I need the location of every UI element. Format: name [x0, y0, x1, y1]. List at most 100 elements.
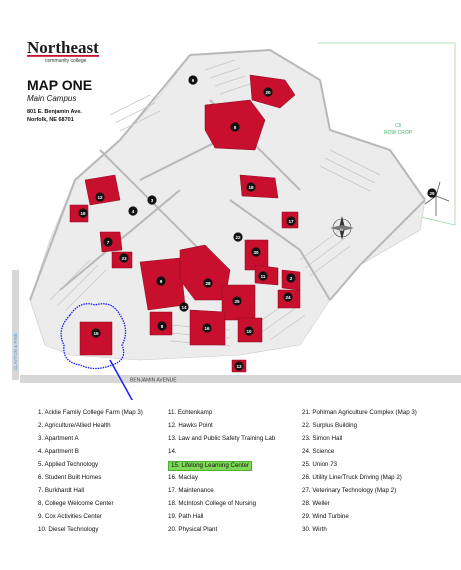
marker-2: 2 — [286, 273, 296, 283]
marker-13: 13 — [234, 361, 244, 371]
address-line-2: Norfolk, NE 68701 — [27, 117, 74, 123]
legend-item: 30. Wirth — [302, 526, 327, 533]
legend-item: 17. Maintenance — [168, 487, 214, 494]
svg-text:4: 4 — [132, 209, 135, 214]
marker-24: 24 — [283, 292, 293, 302]
svg-text:30: 30 — [253, 250, 259, 255]
marker-29: 29 — [427, 188, 437, 198]
legend-item: 3. Apartment A — [38, 435, 79, 442]
marker-20: 20 — [263, 87, 273, 97]
svg-text:7: 7 — [107, 240, 110, 245]
marker-30: 30 — [251, 247, 261, 257]
svg-text:16: 16 — [204, 326, 210, 331]
svg-text:5: 5 — [234, 125, 237, 130]
field-label-c5: C5 — [395, 123, 402, 129]
svg-text:13: 13 — [236, 364, 242, 369]
legend-item-highlighted: 15. Lifelong Learning Center — [168, 461, 253, 471]
legend-item: 10. Diesel Technology — [38, 526, 99, 533]
svg-text:25: 25 — [234, 299, 240, 304]
svg-text:14: 14 — [181, 305, 187, 310]
svg-text:23: 23 — [121, 256, 127, 261]
svg-text:N: N — [340, 227, 343, 232]
legend-item: 7. Burkhardt Hall — [38, 487, 85, 494]
marker-9: 9 — [156, 276, 166, 286]
building-markers: 6 20 5 18 12 3 4 19 17 22 30 7 23 9 28 11 2 24 14 25 8 16 10 15… — [78, 75, 437, 371]
legend-item: 26. Utility Line/Truck Driving (Map 2) — [302, 474, 402, 481]
map-title: MAP ONE — [27, 77, 92, 93]
legend-item: 8. College Welcome Center — [38, 500, 114, 507]
legend-item: 27. Veterinary Technology (Map 2) — [302, 487, 397, 494]
wind-turbine-icon — [424, 181, 450, 216]
legend-item: 9. Cox Activities Center — [38, 513, 102, 520]
map-subtitle: Main Campus — [27, 94, 76, 103]
marker-25: 25 — [232, 296, 242, 306]
marker-7: 7 — [103, 237, 113, 247]
legend-item: 6. Student Built Homes — [38, 474, 102, 481]
legend-item: 12. Hawks Point — [168, 422, 213, 429]
svg-text:3: 3 — [151, 198, 154, 203]
marker-11: 11 — [258, 271, 268, 281]
legend-item: 29. Wind Turbine — [302, 513, 349, 520]
svg-text:11: 11 — [261, 274, 266, 279]
svg-text:22: 22 — [235, 235, 241, 240]
marker-17: 17 — [286, 216, 296, 226]
field-label-row-crop: ROW CROP — [384, 130, 413, 136]
legend-item: 19. Path Hall — [168, 513, 204, 520]
logo-underline — [27, 55, 99, 57]
clayton-pine-street — [12, 270, 19, 380]
svg-text:20: 20 — [265, 90, 271, 95]
marker-14: 14 — [179, 302, 189, 312]
svg-text:17: 17 — [288, 219, 294, 224]
marker-18: 18 — [246, 182, 256, 192]
svg-text:29: 29 — [429, 191, 435, 196]
marker-22: 22 — [233, 232, 243, 242]
marker-10: 10 — [244, 326, 254, 336]
legend-item: 4. Apartment B — [38, 448, 79, 455]
marker-8: 8 — [157, 321, 167, 331]
legend-item: 25. Union 73 — [302, 461, 338, 468]
svg-text:10: 10 — [246, 329, 252, 334]
legend-item: 5. Applied Technology — [38, 461, 99, 468]
legend-item: 14. — [168, 448, 177, 455]
legend-item: 2. Agriculture/Allied Health — [38, 422, 111, 429]
svg-text:15: 15 — [93, 331, 99, 336]
legend-item: 11. Echtenkamp — [168, 409, 213, 416]
svg-text:18: 18 — [248, 185, 254, 190]
svg-text:2: 2 — [290, 276, 293, 281]
building-15 — [79, 321, 113, 356]
legend-item: 13. Law and Public Safety Training Lab — [168, 435, 276, 442]
legend-item: 1. Acklie Family College Farm (Map 3) — [38, 409, 143, 416]
legend-item: 28. Weller — [302, 500, 330, 507]
legend-item: 21. Pohlman Agriculture Complex (Map 3) — [302, 409, 417, 416]
marker-19: 19 — [78, 208, 88, 218]
legend-item: 16. Maclay — [168, 474, 198, 481]
svg-text:19: 19 — [80, 211, 86, 216]
svg-text:6: 6 — [192, 78, 195, 83]
svg-text:12: 12 — [97, 195, 103, 200]
building-18 — [239, 174, 279, 199]
svg-text:9: 9 — [160, 279, 163, 284]
address-line-1: 801 E. Benjamin Ave. — [27, 109, 82, 115]
logo-sub: community college — [45, 58, 87, 64]
legend-item: 22. Surplus Building — [302, 422, 358, 429]
legend-item: 20. Physical Plant — [168, 526, 218, 533]
benjamin-avenue-label: BENJAMIN AVENUE — [130, 378, 177, 384]
legend-item: 24. Science — [302, 448, 335, 455]
marker-15: 15 — [91, 328, 101, 338]
svg-text:28: 28 — [205, 281, 211, 286]
building-12 — [84, 174, 121, 206]
campus-map: C5 ROW CROP BENJAMIN AVENUE CLAYTON & PI… — [12, 38, 461, 400]
marker-28: 28 — [203, 278, 213, 288]
logo-word: Northeast — [27, 38, 99, 57]
benjamin-avenue — [20, 375, 461, 383]
marker-23: 23 — [119, 253, 129, 263]
marker-3: 3 — [147, 195, 157, 205]
building-15-highlight — [60, 303, 127, 370]
marker-4: 4 — [128, 206, 138, 216]
marker-12: 12 — [95, 192, 105, 202]
svg-text:8: 8 — [161, 324, 164, 329]
marker-5: 5 — [230, 122, 240, 132]
legend-item: 18. McIntosh College of Nursing — [168, 500, 257, 507]
side-street-label: CLAYTON & PINE — [13, 333, 18, 370]
svg-text:24: 24 — [285, 295, 291, 300]
